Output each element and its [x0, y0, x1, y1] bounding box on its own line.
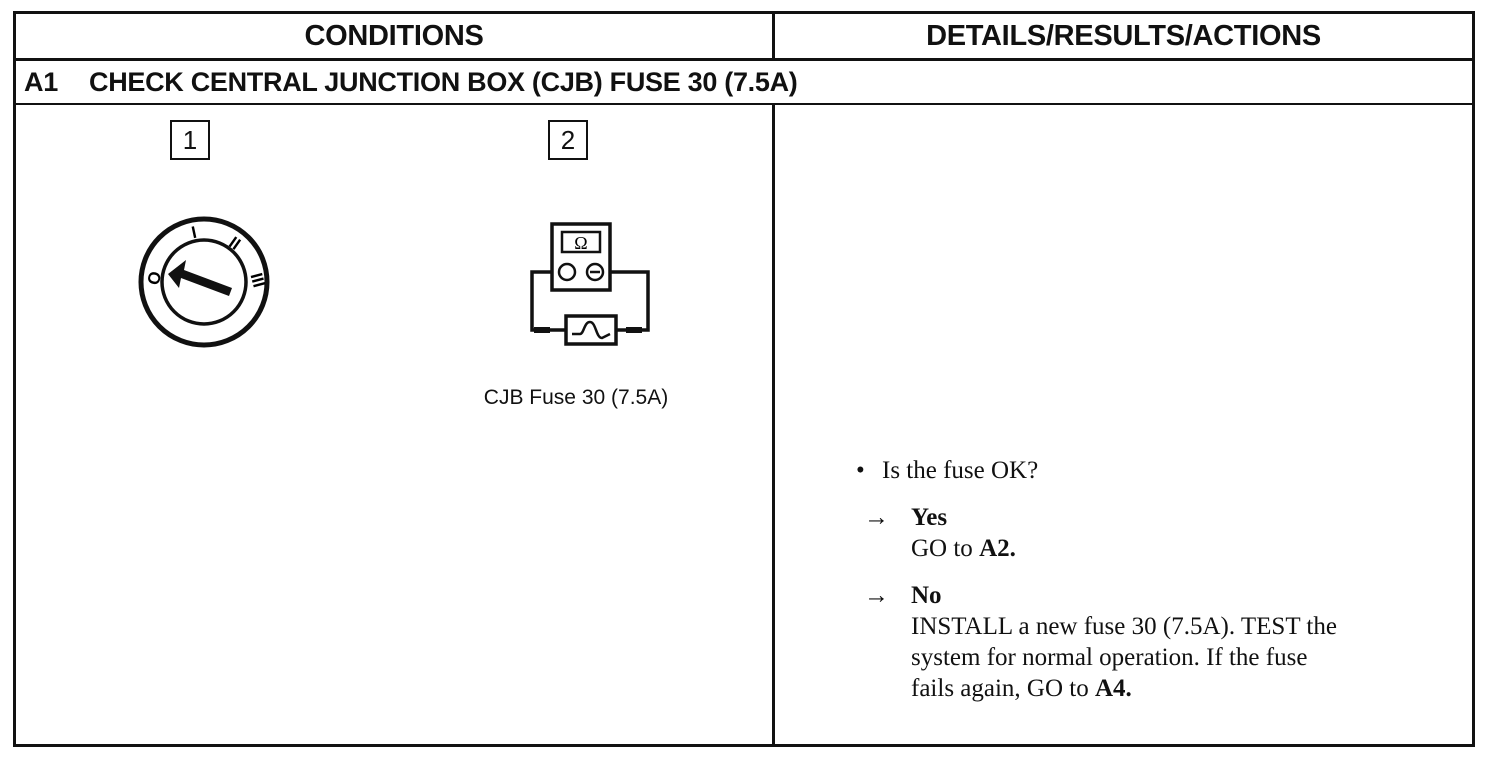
fuse-caption: CJB Fuse 30 (7.5A) [483, 386, 669, 409]
no-action-prefix: fails again, GO to [911, 675, 1095, 702]
no-action-line-1: INSTALL a new fuse 30 (7.5A). TEST the [911, 613, 1337, 640]
question-text: Is the fuse OK? [882, 457, 1039, 484]
question-line: • Is the fuse OK? [856, 455, 1456, 486]
step-title: CHECK CENTRAL JUNCTION BOX (CJB) FUSE 30… [89, 67, 798, 97]
ignition-position-0: O [144, 269, 166, 287]
details-header: DETAILS/RESULTS/ACTIONS [926, 20, 1321, 52]
conditions-header: CONDITIONS [304, 20, 484, 52]
details-results-actions: • Is the fuse OK? → Yes GO to A2. → No IN… [856, 455, 1456, 704]
no-target: A4 [1094, 675, 1126, 702]
ignition-position-1: I [190, 223, 199, 243]
body-column-divider [772, 105, 775, 747]
yes-action-prefix: GO to [911, 535, 980, 562]
yes-target: A2 [979, 535, 1010, 562]
ignition-switch-icon: O I II III [138, 216, 270, 348]
step-title-row: A1 CHECK CENTRAL JUNCTION BOX (CJB) FUSE… [16, 61, 1472, 105]
ohm-symbol: Ω [574, 233, 587, 253]
yes-label: Yes [911, 504, 948, 531]
ignition-position-3: III [247, 271, 269, 290]
header-column-divider [772, 14, 775, 61]
answer-yes: → Yes GO to A2. [856, 502, 1456, 564]
ohmmeter-fuse-icon: Ω [530, 222, 650, 346]
condition-step-1-number: 1 [170, 120, 210, 160]
bullet: • [856, 457, 865, 484]
no-label: No [911, 582, 942, 609]
arrow-icon: → [864, 504, 889, 531]
diagnostic-table: CONDITIONS DETAILS/RESULTS/ACTIONS A1 CH… [13, 11, 1475, 747]
no-action-line-2: system for normal operation. If the fuse [911, 644, 1308, 671]
step-id: A1 [24, 67, 58, 97]
yes-action-suffix: . [1009, 535, 1016, 562]
condition-step-2-number: 2 [548, 120, 588, 160]
yes-action: GO to A2. [911, 533, 1456, 564]
no-action-suffix: . [1125, 675, 1132, 702]
ignition-position-2: II [225, 233, 244, 254]
table-header-row: CONDITIONS DETAILS/RESULTS/ACTIONS [16, 14, 1472, 61]
no-action-line-3: fails again, GO to A4. [911, 673, 1456, 704]
arrow-icon: → [864, 582, 889, 609]
answer-no: → No INSTALL a new fuse 30 (7.5A). TEST … [856, 580, 1456, 704]
